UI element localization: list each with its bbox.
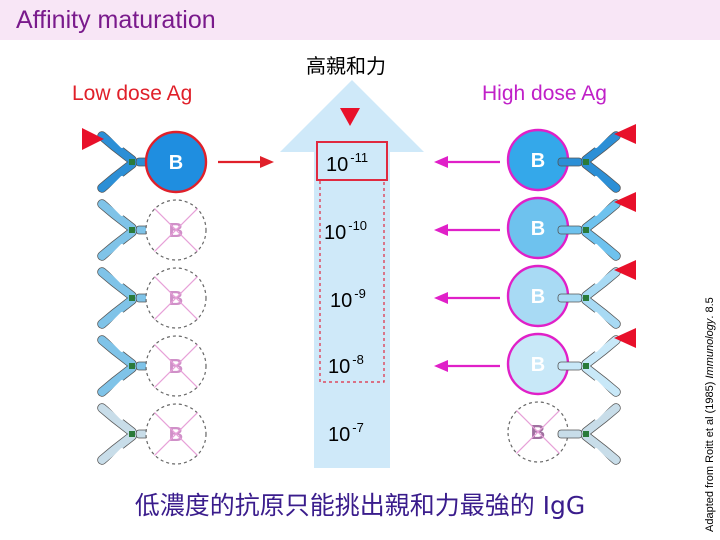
high-dose-arrow-2 <box>434 224 500 236</box>
svg-text:B: B <box>169 152 183 174</box>
svg-text:B: B <box>169 424 183 446</box>
high-dose-arrow-3 <box>434 292 500 304</box>
top-value-box <box>316 141 388 181</box>
right-antigen-1 <box>614 124 636 144</box>
affinity-value-1: 10-11 <box>326 150 369 176</box>
right-antibody-3 <box>557 266 621 330</box>
svg-text:B: B <box>531 286 545 308</box>
left-b-cell-5: B <box>145 403 207 465</box>
right-b-cell-2: B <box>506 196 570 260</box>
top-label: 高親和力 <box>306 54 386 78</box>
right-antigen-2 <box>614 192 636 212</box>
title-bar <box>0 0 720 40</box>
low-dose-arrowhead <box>260 156 274 168</box>
svg-text:B: B <box>169 356 183 378</box>
high-dose-label: High dose Ag <box>482 82 607 105</box>
selected-triangle-marker <box>340 108 360 126</box>
affinity-arrow <box>280 80 424 468</box>
right-antibody-2 <box>557 198 621 262</box>
low-dose-label: Low dose Ag <box>72 82 193 105</box>
citation: Adapted from Roitt et al (1985) Immunolo… <box>704 297 716 532</box>
affinity-value-2: 10-10 <box>324 218 368 244</box>
bottom-caption: 低濃度的抗原只能挑出親和力最強的 IgG <box>134 491 586 520</box>
left-antigen-1 <box>82 128 104 150</box>
svg-text:B: B <box>531 150 545 172</box>
left-b-cell-1: B <box>144 130 208 194</box>
left-b-cell-4: B <box>145 335 207 397</box>
affinity-value-5: 10-7 <box>328 420 364 446</box>
svg-text:B: B <box>169 220 183 242</box>
left-b-cell-2: B <box>145 199 207 261</box>
svg-text:B: B <box>531 218 545 240</box>
affinity-value-4: 10-8 <box>328 352 364 378</box>
right-antibody-4 <box>557 334 621 398</box>
right-antigen-4 <box>614 328 636 348</box>
high-dose-arrow-4 <box>434 360 500 372</box>
left-b-cell-3: B <box>145 267 207 329</box>
right-b-cell-1: B <box>506 128 570 192</box>
svg-text:B: B <box>169 288 183 310</box>
svg-text:B: B <box>531 354 545 376</box>
right-b-cell-3: B <box>506 264 570 328</box>
affinity-value-3: 10-9 <box>330 286 366 312</box>
right-antibody-5 <box>557 402 621 466</box>
right-antibody-1 <box>557 130 621 194</box>
left-antibody-5 <box>97 402 161 466</box>
svg-text:B: B <box>531 422 545 444</box>
slide-title: Affinity maturation <box>16 6 216 34</box>
right-antigen-3 <box>614 260 636 280</box>
high-dose-arrow-1 <box>434 156 500 168</box>
